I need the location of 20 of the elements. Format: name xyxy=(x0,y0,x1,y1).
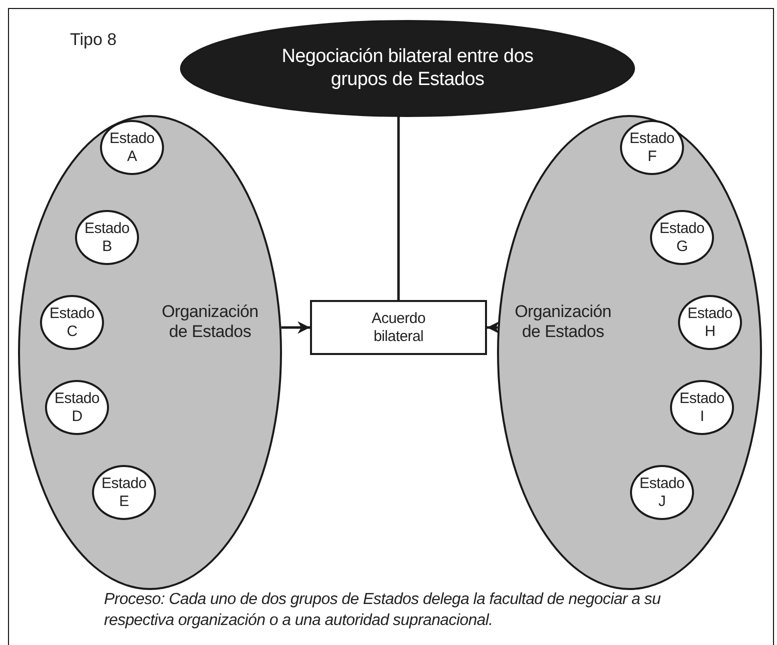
node-label: Estado B xyxy=(84,220,130,256)
node-label: Acuerdo bilateral xyxy=(370,310,426,346)
node-label: Negociación bilateral entre dos grupos de Estados xyxy=(280,46,534,92)
node-label: Estado I xyxy=(678,390,726,426)
node-label: Estado E xyxy=(100,474,148,510)
node-label: Organización de Estados xyxy=(514,302,612,343)
node-label: Organización de Estados xyxy=(160,302,260,343)
arrow xyxy=(281,321,310,334)
node-label: Estado G xyxy=(658,220,706,256)
node-label: Estado J xyxy=(638,474,686,510)
node-label: Estado D xyxy=(54,390,100,426)
node-label: Estado F xyxy=(628,130,676,166)
arrow xyxy=(487,321,500,334)
node-label: Estado A xyxy=(108,130,156,166)
node-label: Estado H xyxy=(686,304,734,340)
connector-line xyxy=(397,116,400,300)
diagram-type-label: Tipo 8 xyxy=(70,30,117,50)
node-label: Estado C xyxy=(48,304,96,340)
agreement-box xyxy=(310,300,487,355)
caption: Proceso: Cada uno de dos grupos de Estados delega la facultad de negociar a su respectiva organización o a una autoridad supranacional. xyxy=(104,590,662,631)
